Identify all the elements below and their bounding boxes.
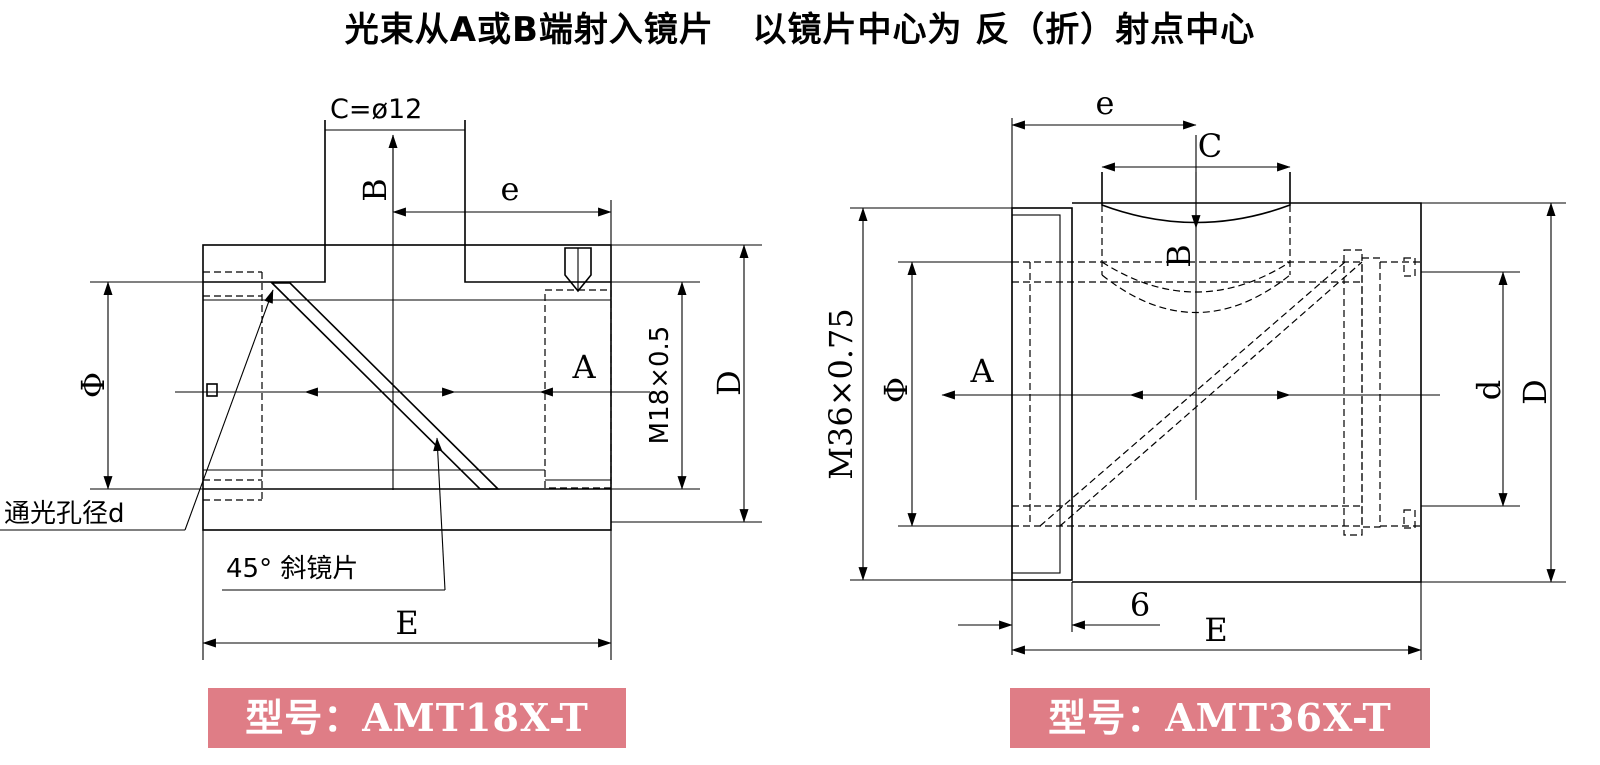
headline: 光束从A或B端射入镜片 以镜片中心为 反（折）射点中心 [344,10,1256,50]
right-dim-b: B [1160,244,1198,268]
left-dim-length: E [395,604,418,642]
right-45deg-mirror [1039,261,1346,527]
left-callout-aperture: 通光孔径d [4,499,125,529]
left-dim-e: e [501,170,520,208]
right-dim-e: e [1096,84,1115,122]
left-dim-d-outer: D [710,370,748,396]
right-main-body [1072,202,1422,583]
right-dim-thread: M36×0.75 [822,308,860,480]
left-set-screw [564,247,592,293]
right-dim-d-inner: d [1470,380,1508,400]
right-dim-six: 6 [1130,586,1150,624]
right-dim-phi: Φ [877,377,915,403]
left-45deg-mirror [270,282,500,490]
left-dim-aperture: C=ø12 [330,94,422,125]
right-retaining-ring [1343,249,1363,536]
right-drawing: e C B M36×0.75 Φ A d D 6 [822,84,1566,660]
left-dim-thread: M18×0.5 [645,326,675,445]
left-body-outline [202,244,612,531]
left-dim-b: B [356,178,394,202]
left-model-label: 型号：AMT18X-T [208,688,626,748]
left-drawing: C=ø12 B e Φ A M18×0.5 D 通光孔径d 45° 斜镜片 [0,94,762,660]
right-dim-a: A [969,352,994,390]
right-dim-length: E [1204,611,1227,649]
left-top-branch [203,120,326,283]
left-callout-mirror: 45° 斜镜片 [226,554,358,584]
right-dim-c: C [1198,127,1222,165]
left-thread-bore [544,289,612,489]
left-dim-a: A [571,348,596,386]
right-dim-d-outer: D [1516,379,1554,405]
left-dim-phi: Φ [74,372,112,398]
right-model-label: 型号：AMT36X-T [1010,688,1430,748]
